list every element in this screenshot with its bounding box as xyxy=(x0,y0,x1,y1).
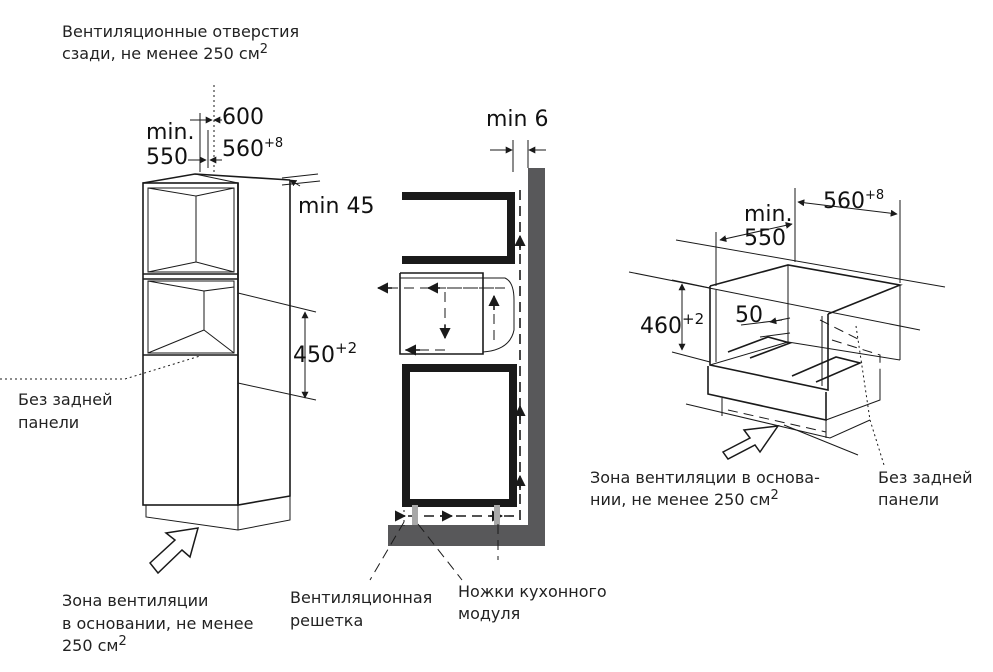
upper-niche xyxy=(147,187,235,273)
section-view-figure: min 6 xyxy=(369,107,548,581)
cabinet-front xyxy=(142,182,239,506)
no-back-panel-right-1: Без задней xyxy=(878,468,973,487)
no-back-panel-right-2: панели xyxy=(878,490,939,509)
dim-min-label: min. xyxy=(146,120,194,145)
dim-560: 560+8 xyxy=(222,136,283,162)
dim-right-560: 560+8 xyxy=(823,188,884,214)
base-vent-right-1: Зона вентиляции в основа- xyxy=(590,468,820,487)
dim-460: 460+2 xyxy=(640,310,704,339)
no-back-panel-left-2: панели xyxy=(18,413,79,432)
legs-caption-2: модуля xyxy=(458,604,520,623)
no-back-panel-left: Без задней xyxy=(18,390,113,409)
rear-vents-caption-2: сзади, не менее 250 см2 xyxy=(62,42,268,63)
dim-600: 600 xyxy=(222,105,264,130)
cabinet-side xyxy=(237,180,291,506)
under-counter-figure: min. 550 560+8 460+2 50 xyxy=(628,188,946,466)
vent-grille-caption-2: решетка xyxy=(290,611,363,630)
airflow-arrow-left xyxy=(148,527,200,575)
tall-cabinet-figure: 450+2 min. 550 600 560+8 min 45 xyxy=(0,85,374,575)
airflow-arrow-right xyxy=(721,425,780,460)
dim-min6: min 6 xyxy=(486,107,548,132)
oven-niche xyxy=(147,280,235,354)
cabinet-leg-2 xyxy=(494,505,500,525)
dim-right-min: min. xyxy=(744,202,792,227)
cabinet-leg-1 xyxy=(412,505,418,525)
vent-grille-caption-1: Вентиляционная xyxy=(290,588,432,607)
dim-550: 550 xyxy=(146,145,188,170)
wall xyxy=(528,168,545,546)
lower-cabinet xyxy=(402,364,517,507)
floor xyxy=(388,525,545,546)
oven-box xyxy=(707,366,827,421)
legs-caption-1: Ножки кухонного xyxy=(458,582,607,601)
dim-right-550: 550 xyxy=(744,226,786,251)
rear-vents-caption: Вентиляционные отверстия xyxy=(62,22,299,41)
base-vent-right-2: нии, не менее 250 см2 xyxy=(590,488,779,509)
dim-50: 50 xyxy=(735,303,763,328)
cabinet-plinth xyxy=(145,496,291,531)
dim-min45: min 45 xyxy=(298,194,374,219)
upper-cabinet xyxy=(402,192,515,264)
base-vent-left-1: Зона вентиляции xyxy=(62,591,208,610)
dim-450: 450+2 xyxy=(293,339,357,368)
base-vent-left-2: в основании, не менее xyxy=(62,614,253,633)
base-vent-left-3: 250 см2 xyxy=(62,634,127,655)
